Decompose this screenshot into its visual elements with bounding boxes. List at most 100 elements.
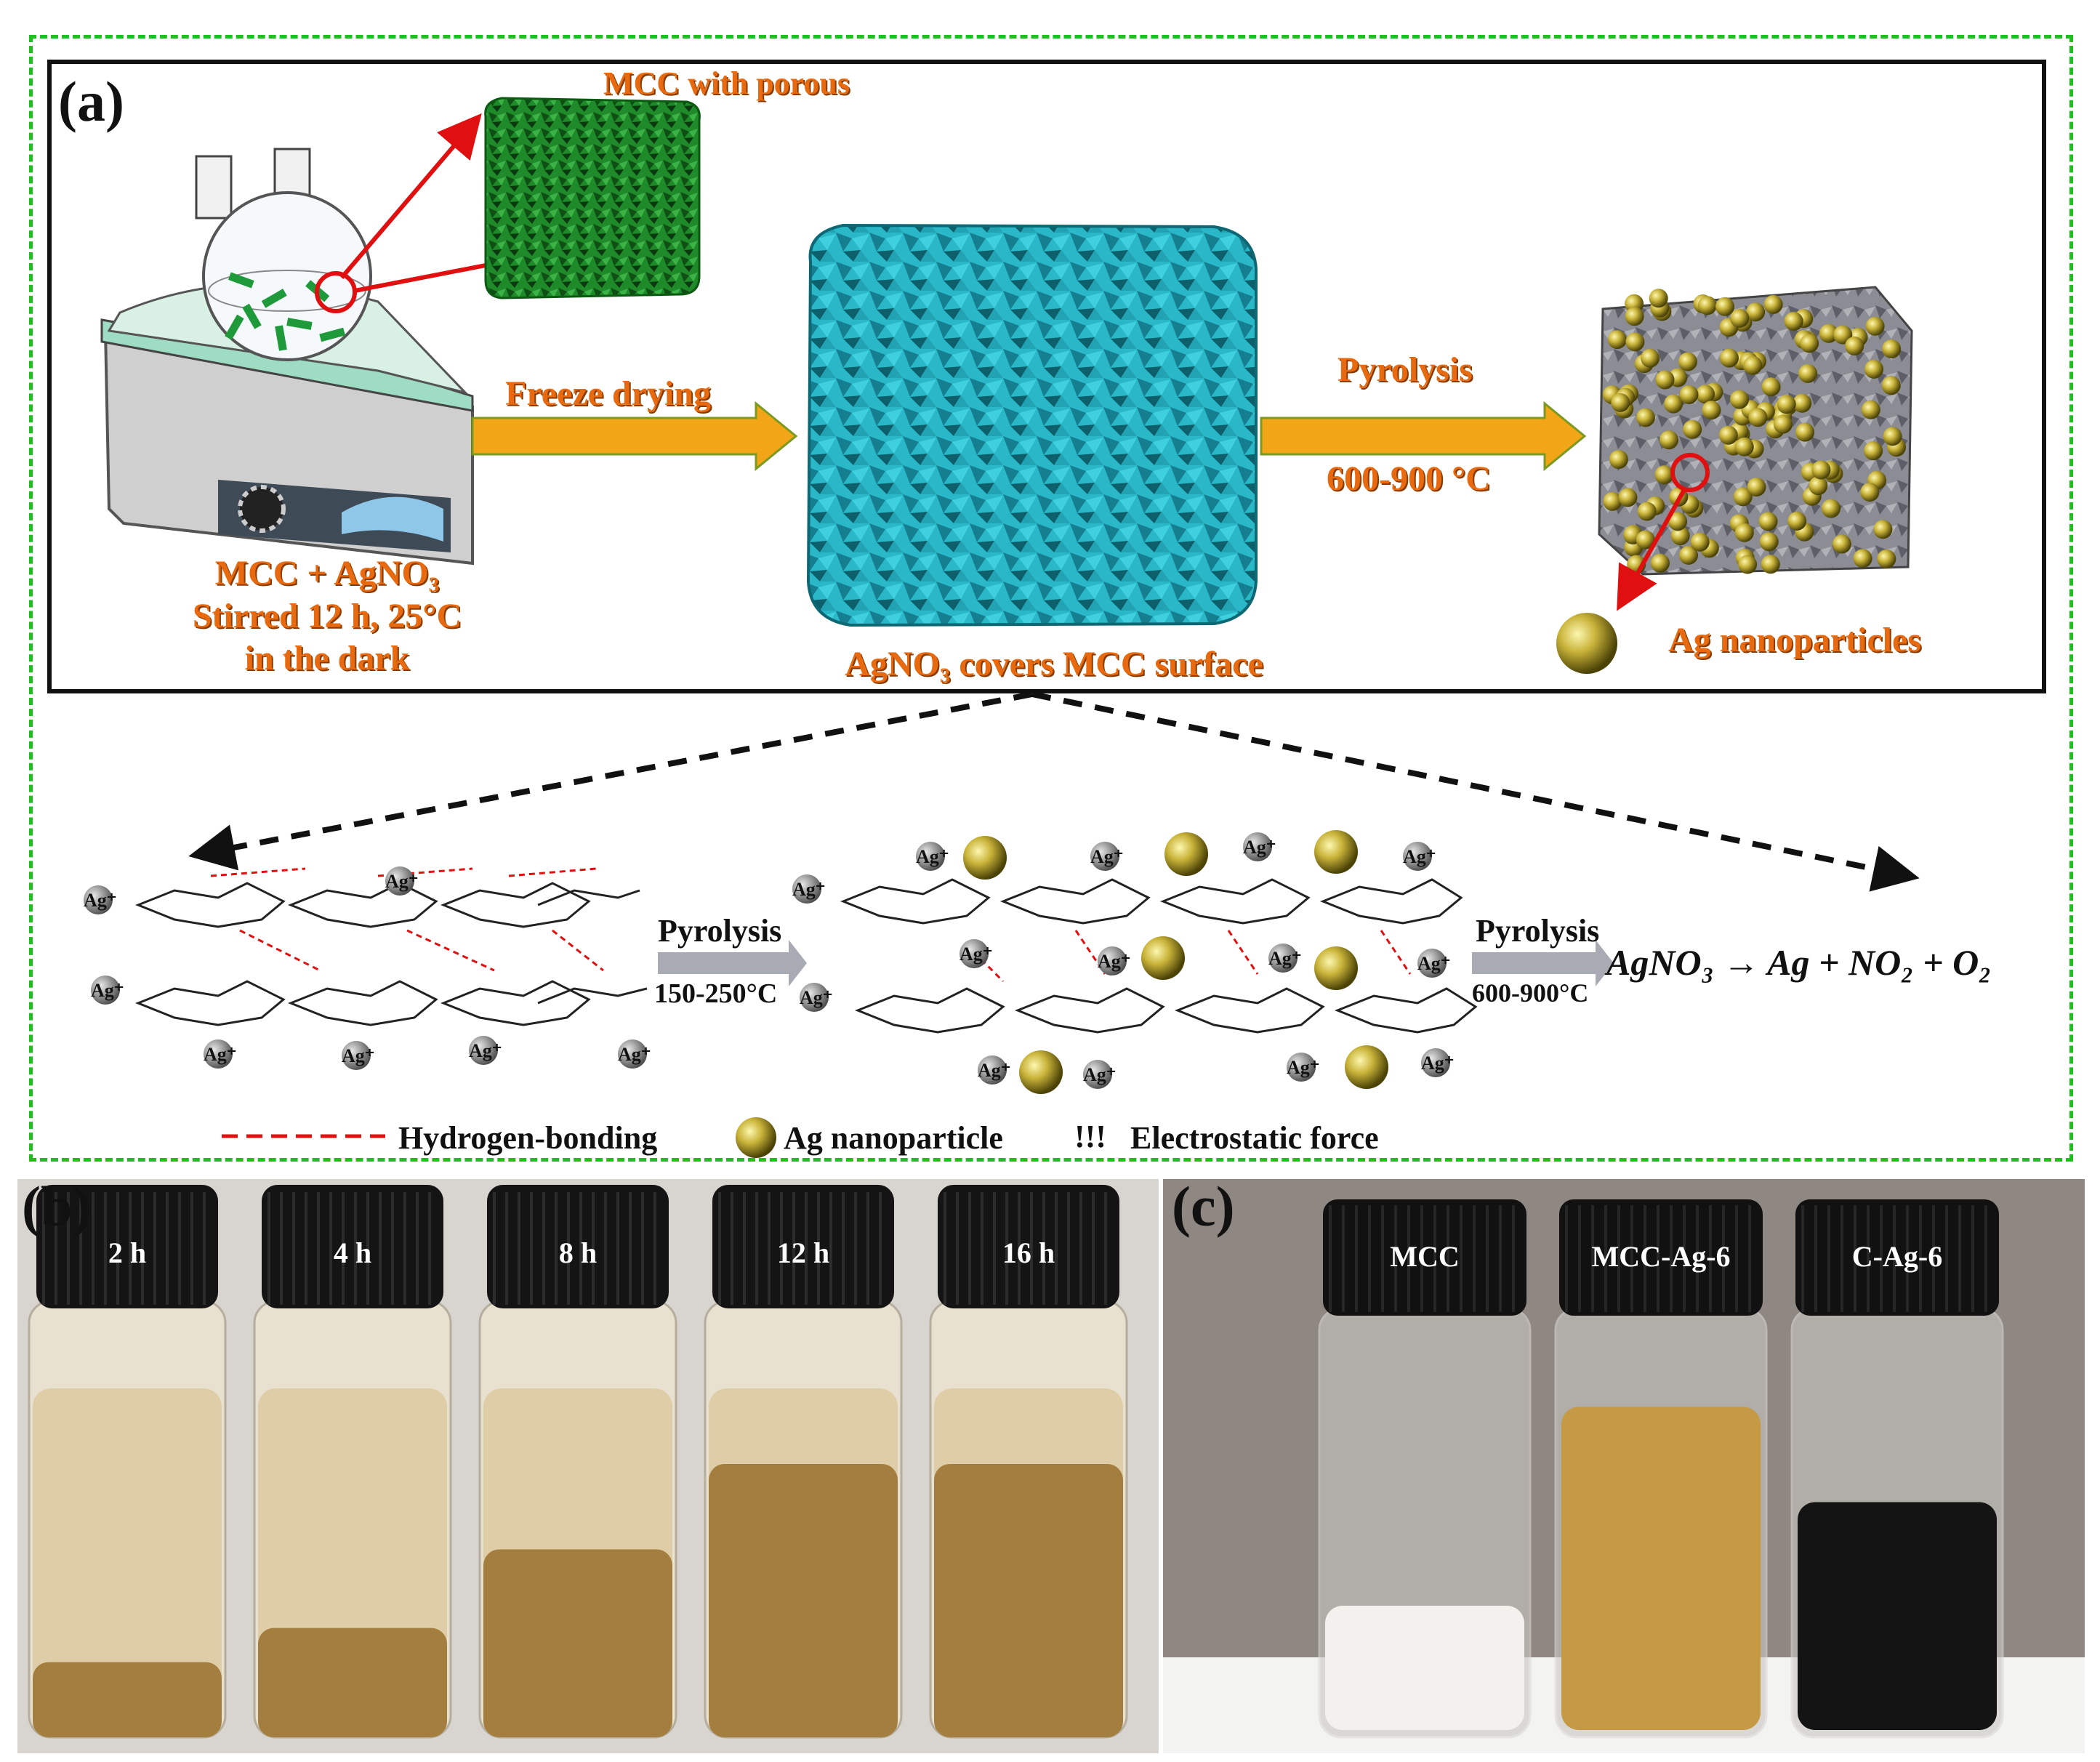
gold-nanoparticle xyxy=(1679,545,1698,565)
cellulose-chains-middle xyxy=(840,878,1478,1034)
gold-nanoparticle xyxy=(1655,370,1675,390)
gold-nanoparticle xyxy=(1690,532,1710,552)
ag-ion: Ag⁺ xyxy=(800,983,833,1012)
gold-nanoparticle xyxy=(1860,483,1880,502)
svg-text:Ag⁺: Ag⁺ xyxy=(84,890,117,911)
freeze-drying-label: Freeze drying xyxy=(505,374,712,413)
legend-ag-np-icon xyxy=(736,1117,776,1158)
ag-decorated-carbon-cube xyxy=(1598,286,1913,576)
panel-b-vials xyxy=(28,1185,1128,1739)
legend-electrostatic-symbol: !!! xyxy=(1074,1119,1106,1154)
hot-plate-stirrer xyxy=(100,283,474,566)
reaction-line-2: Stirred 12 h, 25°C xyxy=(192,596,462,635)
mech-pyrolysis-1-label: Pyrolysis xyxy=(658,913,782,949)
panel-a-label: (a) xyxy=(58,70,124,133)
green-porous-mcc-cube xyxy=(484,97,701,299)
gold-nanoparticle xyxy=(1738,555,1758,574)
gold-nanoparticle xyxy=(1651,553,1670,573)
svg-text:Ag⁺: Ag⁺ xyxy=(1287,1057,1320,1078)
ag-ion: Ag⁺ xyxy=(1090,842,1124,871)
mechanism-ag-nanoparticle xyxy=(1314,830,1358,874)
legend-electrostatic-text: Electrostatic force xyxy=(1130,1120,1379,1156)
svg-text:Ag⁺: Ag⁺ xyxy=(1090,846,1124,867)
reaction-line-3: in the dark xyxy=(244,639,410,678)
gold-nanoparticle xyxy=(1822,499,1840,518)
gold-nanoparticle xyxy=(1865,316,1885,336)
svg-text:Ag⁺: Ag⁺ xyxy=(342,1045,375,1066)
gold-nanoparticle xyxy=(1883,427,1902,446)
gold-nanoparticle xyxy=(1784,312,1803,331)
gold-nanoparticle xyxy=(1819,323,1838,343)
svg-text:Ag⁺: Ag⁺ xyxy=(1268,948,1302,969)
ag-ion: Ag⁺ xyxy=(1421,1048,1455,1077)
gold-nanoparticle xyxy=(1697,296,1717,315)
gold-nanoparticle xyxy=(1660,430,1678,450)
decomposition-equation: AgNO₃ → Ag + NO₂ + O₂ xyxy=(1606,942,1992,983)
gold-nanoparticle xyxy=(1832,534,1851,554)
gold-nanoparticle xyxy=(1625,307,1644,326)
gold-nanoparticle xyxy=(1683,419,1702,439)
svg-text:Ag⁺: Ag⁺ xyxy=(1083,1064,1117,1085)
mechanism-ag-nanoparticle xyxy=(1019,1050,1063,1094)
vial-c xyxy=(1790,1199,2004,1739)
gold-nanoparticle xyxy=(1625,332,1645,352)
mechanism-arrow-right xyxy=(1031,691,1920,892)
panel-c-label: (c) xyxy=(1172,1175,1235,1238)
panel-a-frame xyxy=(47,60,2046,693)
pyrolysis-arrow xyxy=(1260,401,1587,472)
outer-dashed-frame xyxy=(29,35,2073,1162)
gold-nanoparticle xyxy=(1763,294,1783,314)
gold-nanoparticle xyxy=(1743,355,1763,375)
ag-ion: Ag⁺ xyxy=(385,866,419,896)
ag-nanoparticles-mechanism xyxy=(963,830,1388,1094)
gold-nanoparticle xyxy=(1864,441,1883,461)
svg-text:Ag⁺: Ag⁺ xyxy=(1417,953,1451,974)
gold-nanoparticle xyxy=(1793,393,1812,413)
gold-nanoparticle xyxy=(1618,488,1638,507)
pyrolysis-arrow-2 xyxy=(1472,940,1614,986)
vial-b-label: 12 h xyxy=(776,1236,830,1269)
vial-c-label: MCC-Ag-6 xyxy=(1591,1240,1731,1273)
reaction-line-1: MCC + AgNO₃ xyxy=(214,554,440,592)
gold-nanoparticle xyxy=(1864,359,1883,379)
ag-ion: Ag⁺ xyxy=(960,939,993,968)
mcc-porous-label: MCC with porous xyxy=(603,65,850,101)
gold-nanoparticle xyxy=(1730,390,1749,409)
gold-nanoparticle xyxy=(1678,352,1697,371)
gold-nanoparticle xyxy=(1611,393,1630,412)
gold-nanoparticle xyxy=(1761,377,1781,397)
ag-ion: Ag⁺ xyxy=(1403,842,1436,871)
vial-b-label: 2 h xyxy=(108,1236,147,1269)
svg-text:Ag⁺: Ag⁺ xyxy=(916,846,949,867)
gold-nanoparticle xyxy=(1833,325,1853,345)
ag-ion-markers: Ag⁺ Ag⁺ Ag⁺ Ag⁺ Ag⁺ Ag⁺ Ag⁺ Ag⁺ Ag⁺ Ag⁺ Ag⁺ Ag⁺ Ag⁺ A… xyxy=(84,832,1455,1089)
ag-ion: Ag⁺ xyxy=(91,975,124,1005)
panel-c-vials xyxy=(1318,1199,2004,1739)
ag-ion: Ag⁺ xyxy=(1083,1060,1117,1089)
gold-nanoparticle xyxy=(1800,334,1819,353)
gold-nanoparticle xyxy=(1636,530,1655,550)
vial-c-label: MCC xyxy=(1390,1240,1460,1273)
mechanism-ag-nanoparticle xyxy=(1164,832,1208,876)
pyrolysis-label: Pyrolysis xyxy=(1337,350,1473,389)
ag-ion: Ag⁺ xyxy=(978,1055,1011,1085)
mechanism-arrow-left xyxy=(188,691,1033,871)
gold-nanoparticle xyxy=(1637,502,1657,521)
svg-text:Ag⁺: Ag⁺ xyxy=(792,879,826,900)
ag-ion: Ag⁺ xyxy=(1287,1053,1320,1082)
svg-text:Ag⁺: Ag⁺ xyxy=(618,1044,651,1065)
ag-ion: Ag⁺ xyxy=(792,874,826,904)
gold-nanoparticle xyxy=(1654,465,1674,485)
round-bottom-flask xyxy=(195,148,372,361)
ag-np-zoom-arrow xyxy=(1617,487,1687,611)
gold-nanoparticle xyxy=(1759,532,1779,552)
gold-nanoparticle xyxy=(1664,394,1683,414)
ag-nanoparticles-label: Ag nanoparticles xyxy=(1668,621,1921,659)
vial-b xyxy=(478,1185,677,1739)
gold-nanoparticle xyxy=(1811,460,1831,480)
gold-nanoparticle xyxy=(1787,511,1807,531)
gold-nanoparticle xyxy=(1761,555,1780,574)
ag-ion: Ag⁺ xyxy=(342,1041,375,1070)
gold-nanoparticle xyxy=(1809,476,1828,496)
gold-nanoparticle xyxy=(1733,487,1753,507)
